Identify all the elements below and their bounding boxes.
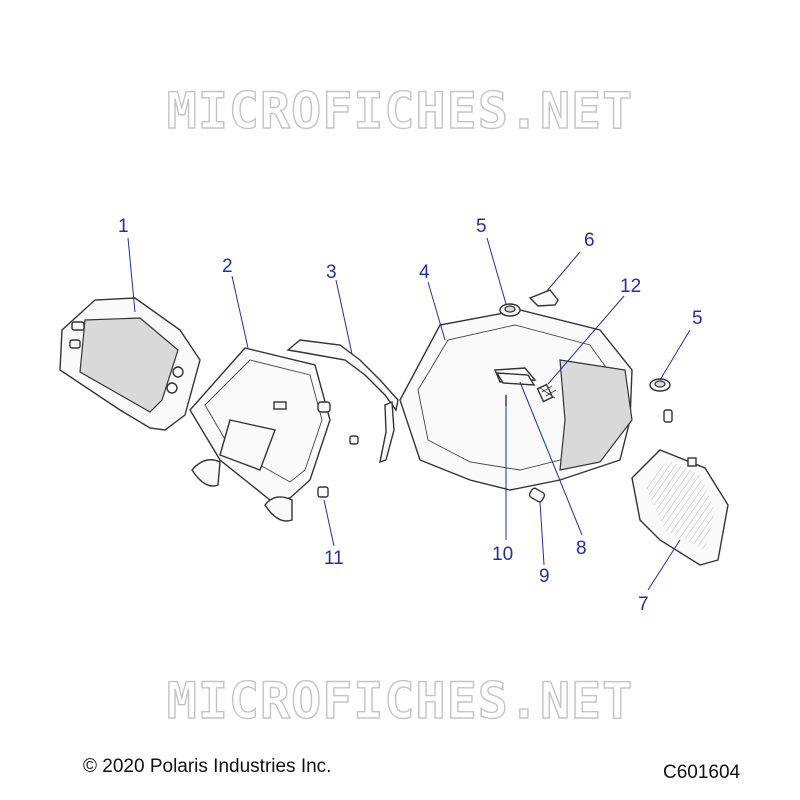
callout-5a: 5 [476, 216, 487, 237]
callout-12: 12 [620, 276, 641, 297]
leader-7 [647, 539, 681, 591]
callout-2: 2 [222, 256, 233, 277]
part-9-fastener [528, 487, 546, 503]
copyright-text: © 2020 Polaris Industries Inc. [83, 756, 332, 777]
leader-6 [545, 251, 581, 293]
part-12-spring [539, 385, 557, 399]
leader-12 [547, 295, 625, 385]
part-5-grommet-b [649, 378, 671, 392]
leader-9 [539, 501, 545, 566]
part-6-clip [528, 289, 673, 423]
callout-7: 7 [638, 594, 649, 615]
callout-6: 6 [584, 230, 595, 251]
leader-5a [486, 237, 507, 305]
callout-1: 1 [118, 216, 129, 237]
part-7-side-panel [631, 449, 729, 566]
watermark-bottom: MICROFICHES.NET [167, 672, 634, 730]
watermark-top: MICROFICHES.NET [167, 82, 634, 140]
leader-2 [231, 275, 249, 349]
part-1-display-cluster [59, 297, 201, 431]
leader-11 [323, 499, 335, 547]
leader-5b [659, 329, 691, 381]
callout-9: 9 [539, 566, 550, 587]
part-4-dash-housing [399, 309, 633, 491]
leader-1 [127, 237, 136, 313]
callout-11: 11 [324, 548, 344, 569]
leader-8 [519, 381, 583, 536]
part-8-latch [495, 372, 536, 386]
part-2-bezel [189, 347, 331, 522]
callout-5b: 5 [692, 308, 703, 329]
callout-10: 10 [492, 544, 513, 565]
part-11-fastener [317, 486, 329, 498]
part-3-support-bracket [286, 339, 399, 464]
part-5-grommet-a [499, 303, 521, 317]
callout-8: 8 [576, 538, 587, 559]
leader-4 [427, 281, 446, 341]
callout-3: 3 [326, 262, 337, 283]
leader-3 [335, 279, 353, 355]
callout-4: 4 [419, 262, 430, 283]
drawing-code: C601604 [663, 762, 741, 783]
